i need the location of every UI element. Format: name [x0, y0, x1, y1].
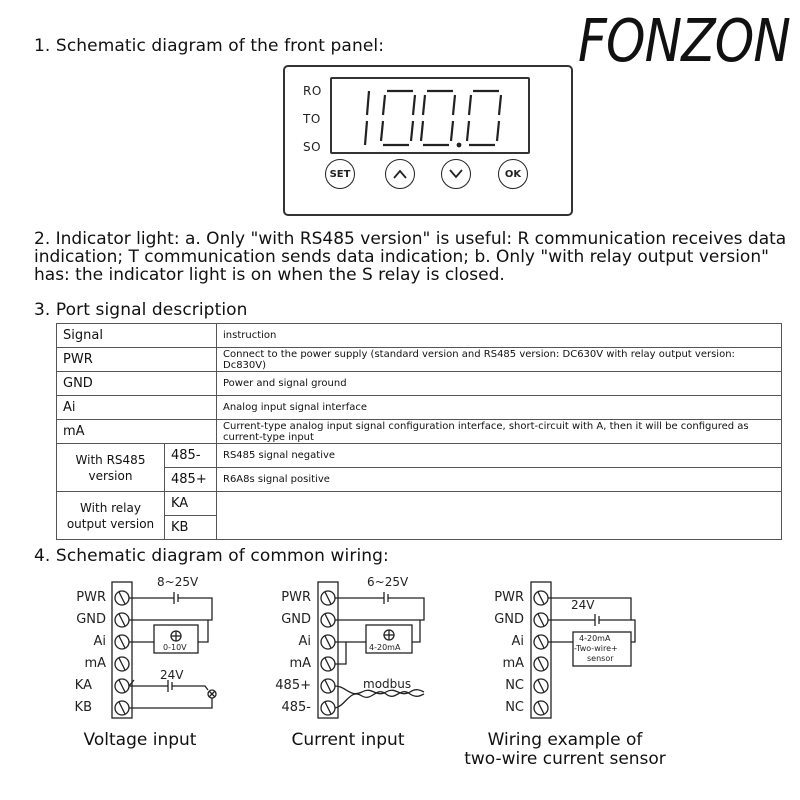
table-row: mA Current-type analog input signal conf… [56, 419, 782, 444]
relay-supply-label: 24V [160, 668, 184, 682]
instruction-cell: Analog input signal interface [216, 395, 782, 420]
wiring-schematic [530, 581, 636, 719]
table-row: PWR Connect to the power supply (standar… [56, 347, 782, 372]
terminal-label: PWR [494, 590, 524, 605]
terminal-label: 485- [281, 700, 311, 715]
table-header-row: Signal instruction [56, 323, 782, 348]
signal-cell: GND [56, 371, 217, 396]
port-signal-table: Signal instruction PWR Connect to the po… [56, 323, 782, 540]
section1-title: 1. Schematic diagram of the front panel: [34, 36, 385, 56]
digit-1 [363, 90, 371, 146]
signal-cell: 485- [164, 443, 217, 468]
terminal-label: mA [502, 656, 524, 671]
signal-cell: 485+ [164, 467, 217, 492]
wiring-schematic [111, 581, 217, 719]
down-button[interactable] [441, 159, 471, 189]
modbus-label: modbus [363, 677, 412, 691]
terminal-block [530, 581, 552, 719]
terminal-label: 485+ [275, 678, 311, 693]
decimal-point [456, 142, 462, 148]
header-signal: Signal [56, 323, 217, 348]
table-row: Ai Analog input signal interface [56, 395, 782, 420]
table-row: KB [57, 515, 782, 540]
indicator-ro: RO [303, 84, 322, 98]
group-rs485: With RS485 version [56, 443, 165, 492]
table-row: GND Power and signal ground [56, 371, 782, 396]
wiring-schematic [317, 581, 425, 719]
terminal-screw-icons [533, 590, 549, 716]
signal-cell: Ai [56, 395, 217, 420]
group-label: With relay output version [66, 500, 155, 531]
signal-cell: KA [164, 491, 217, 516]
terminal-screw-icons [320, 590, 336, 716]
terminal-label: GND [281, 612, 311, 627]
section4-title: 4. Schematic diagram of common wiring: [34, 546, 389, 566]
terminal-label: KB [74, 700, 92, 715]
terminal-label: NC [505, 678, 524, 693]
digit-0c [465, 89, 503, 147]
diagram-caption: Voltage input [83, 730, 197, 750]
down-arrow-icon [449, 169, 463, 179]
set-button[interactable]: SET [325, 159, 355, 189]
digit-0a [379, 89, 417, 147]
terminal-label: Ai [93, 634, 106, 649]
terminal-label: Ai [298, 634, 311, 649]
terminal-label: mA [84, 656, 106, 671]
diagram-caption: two-wire current sensor [464, 749, 666, 769]
display-digits [363, 89, 503, 148]
terminal-screw-icons [114, 590, 130, 716]
table-row: 485+ R6A8s signal positive [57, 467, 782, 492]
terminal-label: NC [505, 700, 524, 715]
instruction-cell: RS485 signal negative [216, 443, 782, 468]
supply-voltage-label: 8~25V [157, 575, 199, 589]
front-panel [283, 65, 573, 216]
brand-logo: FONZON [578, 6, 791, 75]
sensor-label: 0-10V [163, 643, 187, 652]
instruction-cell: Current-type analog input signal configu… [216, 419, 782, 444]
up-arrow-icon [393, 169, 407, 179]
group-relay: With relay output version [56, 491, 165, 540]
section3-title: 3. Port signal description [34, 300, 248, 320]
section2-text: 2. Indicator light: a. Only "with RS485 … [34, 229, 787, 285]
header-instruction: instruction [216, 323, 782, 348]
terminal-label: KA [74, 678, 92, 693]
indicator-so: SO [303, 140, 322, 154]
table-row: With relay output version KA [56, 491, 782, 540]
diagram-caption: Wiring example of [487, 730, 643, 750]
sensor-label: sensor [587, 654, 614, 663]
table-row: With RS485 version 485- RS485 signal neg… [56, 443, 782, 492]
supply-voltage-label: 24V [571, 598, 595, 612]
terminal-block [317, 581, 339, 719]
instruction-cell: R6A8s signal positive [216, 467, 782, 492]
instruction-cell: Power and signal ground [216, 371, 782, 396]
sensor-label: 4-20mA [369, 643, 401, 652]
terminal-label: GND [494, 612, 524, 627]
signal-cell: mA [56, 419, 217, 444]
front-panel-display [330, 77, 530, 154]
digit-0b [419, 89, 457, 147]
terminal-label: PWR [76, 590, 106, 605]
indicator-to: TO [303, 112, 321, 126]
instruction-cell [216, 491, 782, 540]
terminal-label: Ai [511, 634, 524, 649]
ok-button[interactable]: OK [498, 159, 528, 189]
signal-cell: KB [164, 515, 217, 540]
group-label: With RS485 version [75, 452, 146, 483]
terminal-label: PWR [281, 590, 311, 605]
sensor-label: 4-20mA [579, 634, 611, 643]
terminal-label: mA [289, 656, 311, 671]
up-button[interactable] [385, 159, 415, 189]
instruction-cell: Connect to the power supply (standard ve… [216, 347, 782, 372]
signal-cell: PWR [56, 347, 217, 372]
supply-voltage-label: 6~25V [367, 575, 409, 589]
terminal-block [111, 581, 133, 719]
diagram-caption: Current input [291, 730, 405, 750]
terminal-label: GND [76, 612, 106, 627]
sensor-label: -Two-wire+ [574, 644, 618, 653]
